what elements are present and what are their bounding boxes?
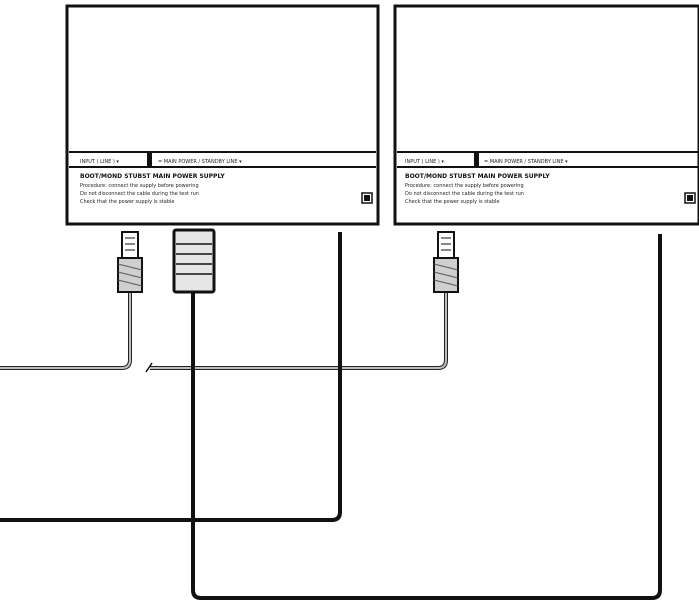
right-field-right-text: = MAIN POWER / STANDBY LINE ▾ — [484, 159, 568, 165]
right-field-left-text: INPUT ( LINE ) ▾ — [405, 159, 444, 165]
left-heading: BOOT/MOND STUBST MAIN POWER SUPPLY — [80, 173, 225, 180]
right-line-2: Do not disconnect the cable during the t… — [405, 191, 524, 197]
left-corner-icon — [361, 192, 373, 204]
right-small-connector-plug — [433, 231, 459, 293]
right-panel-frame — [393, 4, 699, 226]
large-connector-plug — [172, 228, 216, 294]
left-line-2: Do not disconnect the cable during the t… — [80, 191, 199, 197]
black-cable-loop — [191, 234, 662, 600]
left-device-panel: INPUT ( LINE ) ▾ = MAIN POWER / STANDBY … — [65, 4, 380, 226]
right-heading: BOOT/MOND STUBST MAIN POWER SUPPLY — [405, 173, 550, 180]
gray-network-cable — [0, 292, 448, 373]
left-field-left-text: INPUT ( LINE ) ▾ — [80, 159, 119, 165]
gray-cable-left-segment — [0, 292, 132, 370]
left-line-3: Check that the power supply is stable — [80, 199, 174, 205]
right-device-panel: INPUT ( LINE ) ▾ = MAIN POWER / STANDBY … — [393, 4, 699, 226]
right-line-3: Check that the power supply is stable — [405, 199, 499, 205]
left-small-connector-plug — [117, 231, 143, 293]
left-field-divider — [147, 153, 152, 166]
right-field-divider — [474, 153, 479, 166]
left-line-1: Procedure: connect the supply before pow… — [80, 183, 199, 189]
right-line-1: Procedure: connect the supply before pow… — [405, 183, 524, 189]
cable-crossing-break — [145, 362, 153, 373]
left-field-right-text: = MAIN POWER / STANDBY LINE ▾ — [158, 159, 242, 165]
black-cable-left-exit — [0, 232, 342, 522]
left-panel-frame — [65, 4, 380, 226]
right-corner-icon — [684, 192, 696, 204]
